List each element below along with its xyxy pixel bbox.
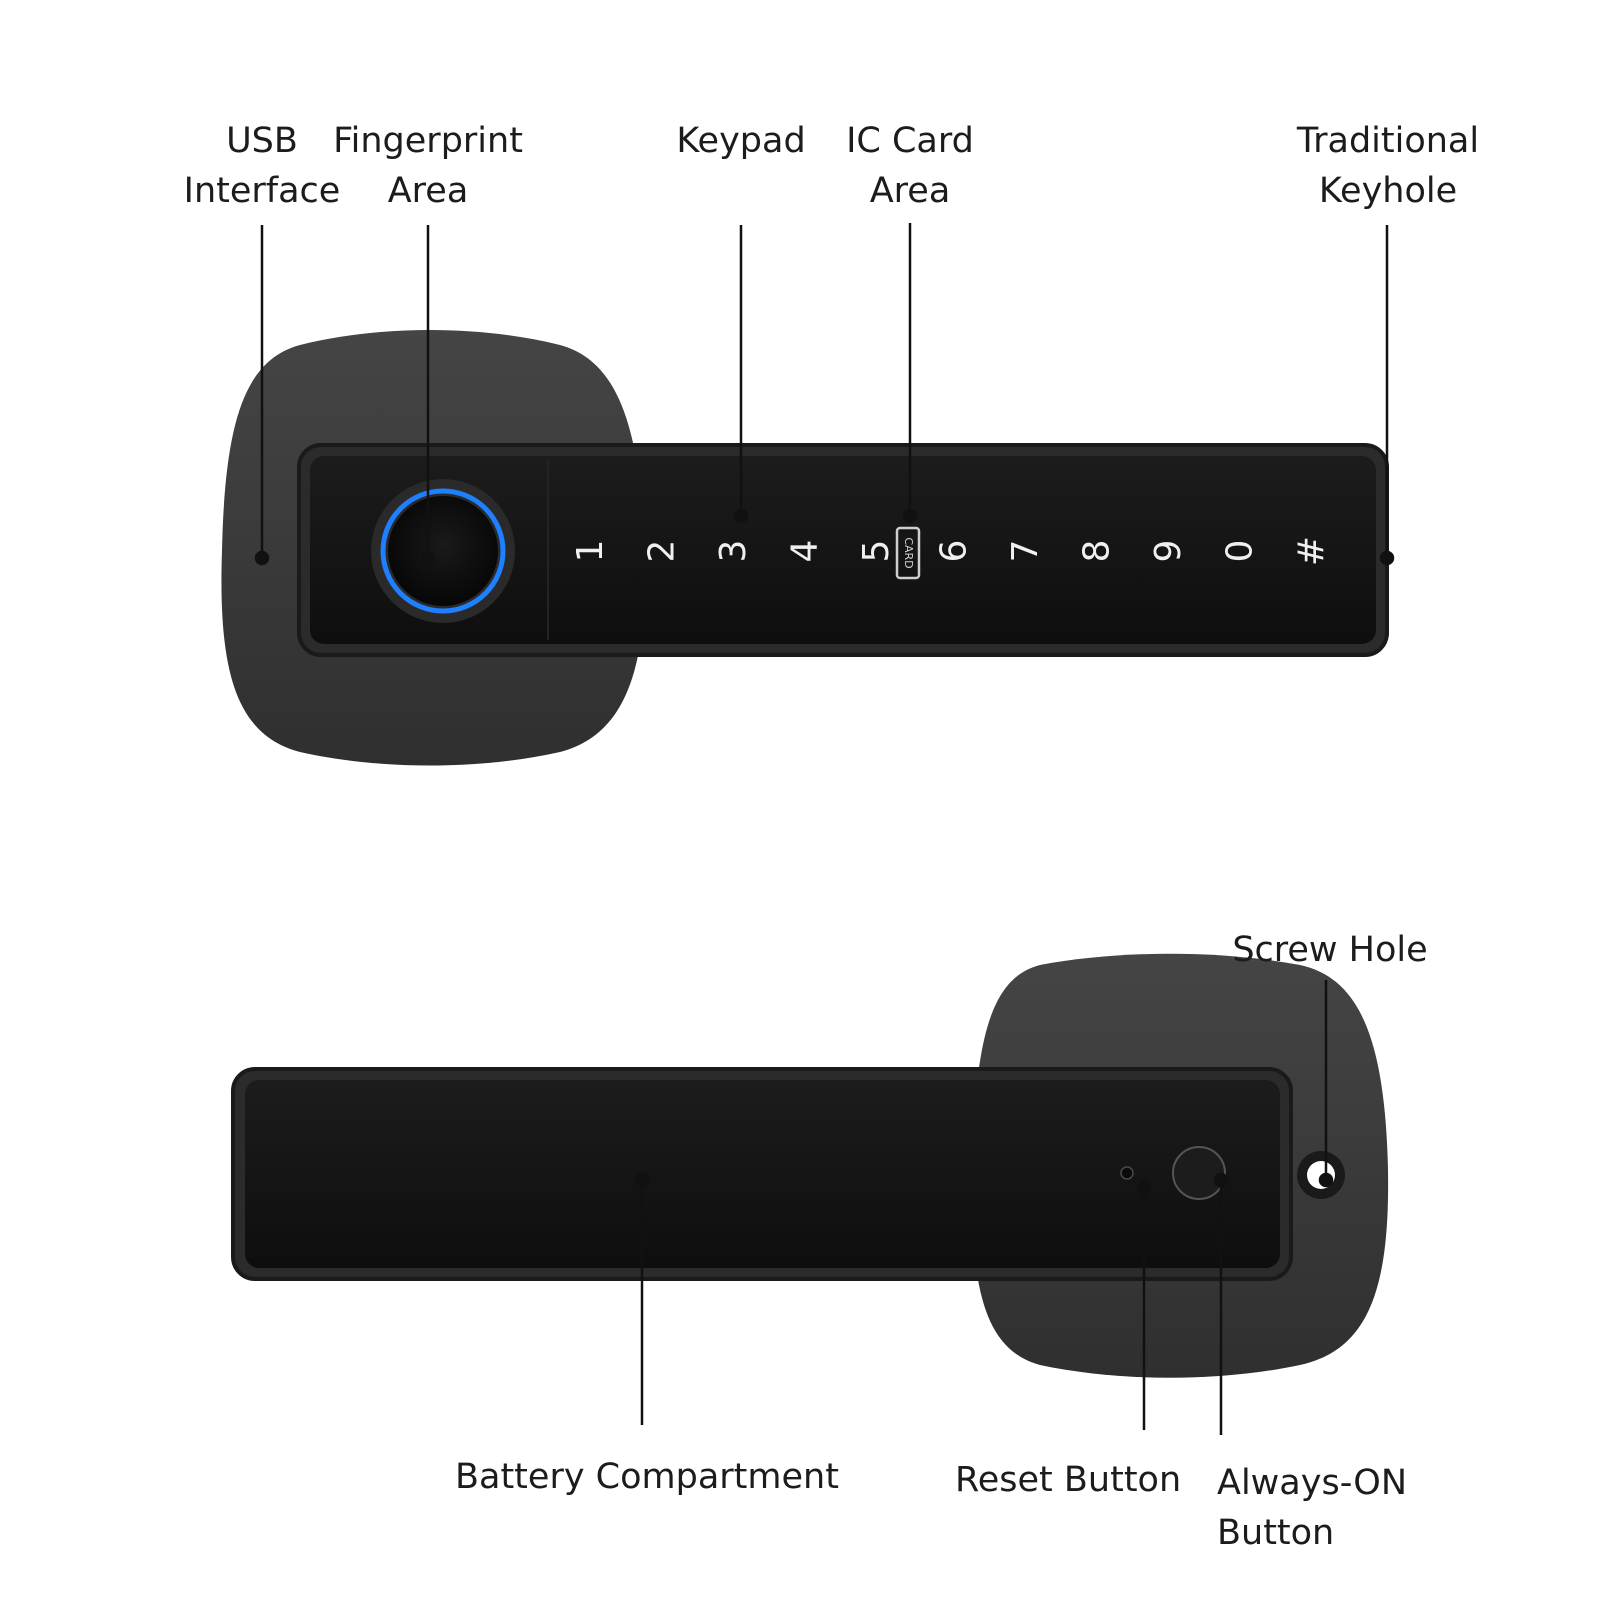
fingerprint-sensor[interactable] <box>371 479 515 623</box>
keypad-key-6[interactable]: 6 <box>934 540 975 563</box>
card-mark-text: CARD <box>902 537 915 568</box>
keypad-key-hash[interactable]: # <box>1291 536 1332 566</box>
label-always-on-line2: Button <box>1217 1513 1335 1553</box>
leader-dot-screw-hole <box>1318 1172 1334 1188</box>
label-fingerprint-area: Fingerprint Area <box>328 116 528 216</box>
label-always-on-button: Always-ON Button <box>1217 1458 1417 1558</box>
keypad-key-9[interactable]: 9 <box>1148 540 1189 563</box>
ic-card-mark: CARD <box>895 526 921 580</box>
reset-pinhole[interactable] <box>1120 1166 1134 1180</box>
keypad-key-1[interactable]: 1 <box>570 540 611 563</box>
leader-dot-ic-card <box>902 508 918 524</box>
leader-dot-battery <box>634 1172 650 1188</box>
keypad-key-3[interactable]: 3 <box>713 540 754 563</box>
label-keypad: Keypad <box>661 116 821 166</box>
always-on-button[interactable] <box>1172 1146 1226 1200</box>
keypad-key-5[interactable]: 5 <box>856 540 897 563</box>
label-screw-hole: Screw Hole <box>1225 925 1435 975</box>
label-usb-line1: USB <box>226 121 298 161</box>
keypad-key-0[interactable]: 0 <box>1220 540 1261 563</box>
label-battery-compartment: Battery Compartment <box>455 1452 839 1502</box>
label-always-on-line1: Always-ON <box>1217 1463 1408 1503</box>
back-view <box>231 953 1389 1378</box>
leader-dot-always-on <box>1213 1172 1229 1188</box>
label-fingerprint-line1: Fingerprint <box>333 121 523 161</box>
leader-lines <box>254 223 1395 1435</box>
label-traditional-keyhole: Traditional Keyhole <box>1288 116 1488 216</box>
front-panel <box>310 456 1376 644</box>
leader-dot-usb <box>254 550 270 566</box>
label-ic-card-line1: IC Card <box>846 121 974 161</box>
label-keypad-line1: Keypad <box>676 121 806 161</box>
leader-dot-keypad <box>733 508 749 524</box>
keypad-keys: 1 2 3 4 5 6 7 8 9 0 # <box>570 536 1332 566</box>
label-screw-hole-line1: Screw Hole <box>1232 930 1428 970</box>
leader-dot-reset <box>1136 1179 1152 1195</box>
label-battery-line1: Battery Compartment <box>455 1457 839 1497</box>
label-fingerprint-line2: Area <box>387 171 469 211</box>
label-usb-line2: Interface <box>183 171 341 211</box>
keypad-key-8[interactable]: 8 <box>1077 540 1118 563</box>
label-ic-card-area: IC Card Area <box>835 116 985 216</box>
leader-dot-fingerprint <box>420 550 436 566</box>
label-keyhole-line2: Keyhole <box>1318 171 1458 211</box>
keypad-key-4[interactable]: 4 <box>785 540 826 563</box>
label-reset-line1: Reset Button <box>955 1460 1182 1500</box>
label-usb-interface: USB Interface <box>182 116 342 216</box>
label-reset-button: Reset Button <box>955 1455 1182 1505</box>
back-panel <box>245 1080 1280 1268</box>
keypad-key-7[interactable]: 7 <box>1005 540 1046 563</box>
label-ic-card-line2: Area <box>869 171 951 211</box>
label-keyhole-line1: Traditional <box>1296 121 1480 161</box>
front-view: 1 2 3 4 5 6 7 8 9 0 # CARD <box>221 330 1389 766</box>
keypad-key-2[interactable]: 2 <box>642 540 683 563</box>
leader-dot-keyhole <box>1379 550 1395 566</box>
